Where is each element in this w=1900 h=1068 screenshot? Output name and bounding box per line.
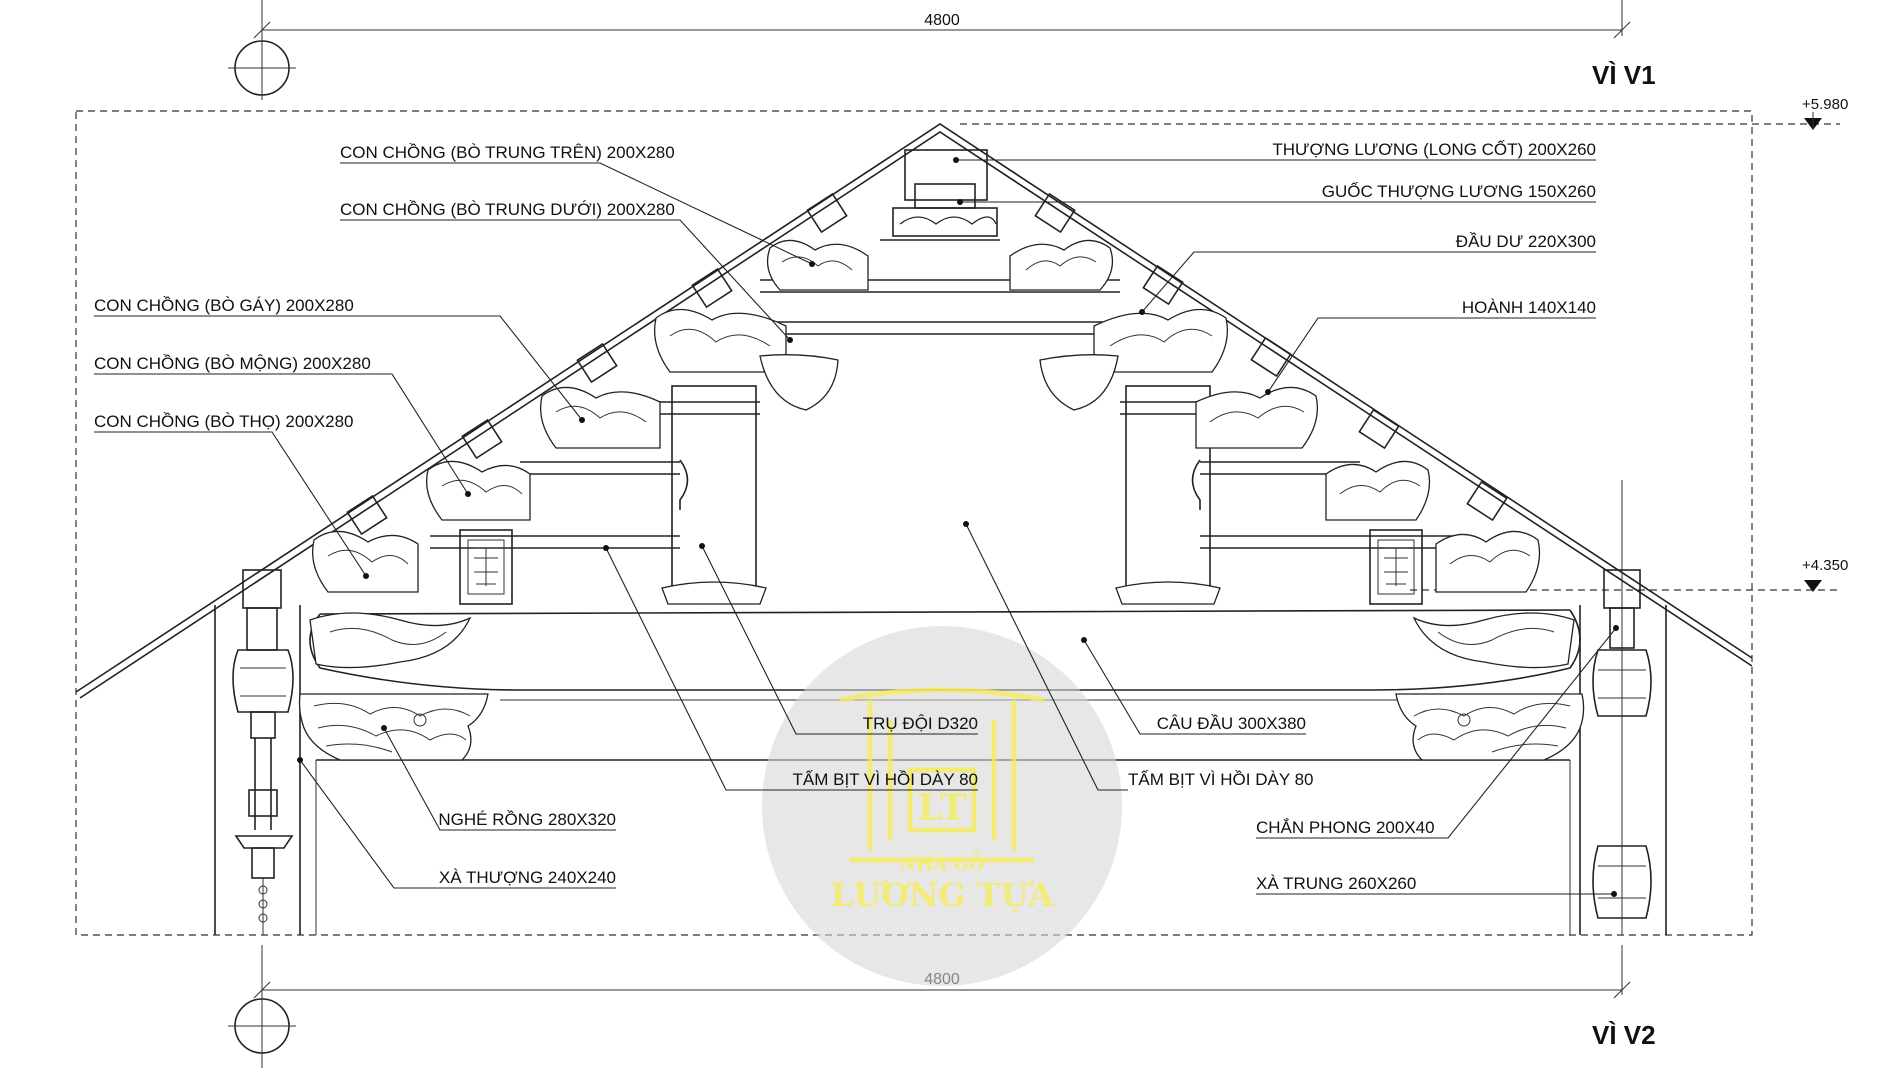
watermark-line2: LƯƠNG TỰA xyxy=(831,876,1055,914)
label-bo-tho: CON CHỒNG (BÒ THỌ) 200X280 xyxy=(94,412,353,431)
label-bo-mong: CON CHỒNG (BÒ MỘNG) 200X280 xyxy=(94,354,371,373)
ridge-level-value: +5.980 xyxy=(1802,96,1848,113)
dragon-carving-icon-left xyxy=(298,693,489,761)
labels-bottom: NGHÉ RỒNG 280X320 XÀ THƯỢNG 240X240 CHẮN… xyxy=(438,810,1434,893)
right-column-lanterns xyxy=(1592,480,1652,935)
label-guoc-thuong-luong: GUỐC THƯỢNG LƯƠNG 150X260 xyxy=(1322,181,1596,201)
label-thuong-luong: THƯỢNG LƯƠNG (LONG CỐT) 200X260 xyxy=(1272,139,1596,159)
label-xa-thuong: XÀ THƯỢNG 240X240 xyxy=(439,868,616,887)
grid-axis-circle-icon xyxy=(228,36,296,100)
labels-left: CON CHỒNG (BÒ TRUNG TRÊN) 200X280 CON CH… xyxy=(94,143,675,431)
grid-axis-circle-icon-bottom xyxy=(228,995,296,1068)
labels-center: TRỤ ĐỘI D320 TẤM BỊT VÌ HỒI DÀY 80 TẤM B… xyxy=(793,714,1314,789)
label-chan-phong: CHẮN PHONG 200X40 xyxy=(1256,818,1435,837)
labels-right: THƯỢNG LƯƠNG (LONG CỐT) 200X260 GUỐC THƯ… xyxy=(1272,139,1596,317)
label-bo-gay: CON CHỒNG (BÒ GÁY) 200X280 xyxy=(94,296,354,315)
label-bo-trung-duoi: CON CHỒNG (BÒ TRUNG DƯỚI) 200X280 xyxy=(340,200,675,219)
watermark-mark: LT xyxy=(917,787,966,829)
eave-level-value: +4.350 xyxy=(1802,557,1848,574)
watermark-logo: LT NHÀ GỖ LƯƠNG TỰA xyxy=(762,626,1122,986)
tho-character-block-icon xyxy=(459,529,1423,605)
eave-level-marker: +4.350 xyxy=(1410,557,1848,592)
label-hoanh: HOÀNH 140X140 xyxy=(1462,298,1596,317)
left-column-lantern xyxy=(232,569,294,935)
cloud-leaf-carving-icons xyxy=(309,239,1575,669)
truss-title-v1: VÌ V1 xyxy=(1592,60,1656,90)
label-tam-bit-left: TẤM BỊT VÌ HỒI DÀY 80 xyxy=(793,770,978,789)
label-bo-trung-tren: CON CHỒNG (BÒ TRUNG TRÊN) 200X280 xyxy=(340,143,675,162)
ridge-beam-assembly xyxy=(892,149,998,237)
roof-outline xyxy=(75,123,1753,699)
label-tam-bit-right: TẤM BỊT VÌ HỒI DÀY 80 xyxy=(1128,770,1313,789)
label-xa-trung: XÀ TRUNG 260X260 xyxy=(1256,874,1416,893)
wall-posts xyxy=(214,605,1667,935)
top-dimension-value: 4800 xyxy=(924,12,960,29)
label-tru-doi: TRỤ ĐỘI D320 xyxy=(863,714,978,733)
level-marker-triangle-icon-2 xyxy=(1804,580,1822,592)
label-dau-du: ĐẦU DƯ 220X300 xyxy=(1456,232,1596,251)
top-dimension: 4800 xyxy=(253,0,1631,39)
leader-lines xyxy=(94,157,1619,897)
label-cau-dau: CÂU ĐẦU 300X380 xyxy=(1157,714,1306,733)
label-nghe-rong: NGHÉ RỒNG 280X320 xyxy=(438,810,616,829)
watermark-line1: NHÀ GỖ xyxy=(900,849,985,875)
ridge-level-marker: +5.980 xyxy=(960,96,1848,130)
pagoda-logo-icon xyxy=(839,687,1045,863)
truss-title-v2: VÌ V2 xyxy=(1592,1020,1656,1050)
queen-posts xyxy=(661,385,1221,605)
dragon-carving-icon-right xyxy=(1395,693,1585,761)
